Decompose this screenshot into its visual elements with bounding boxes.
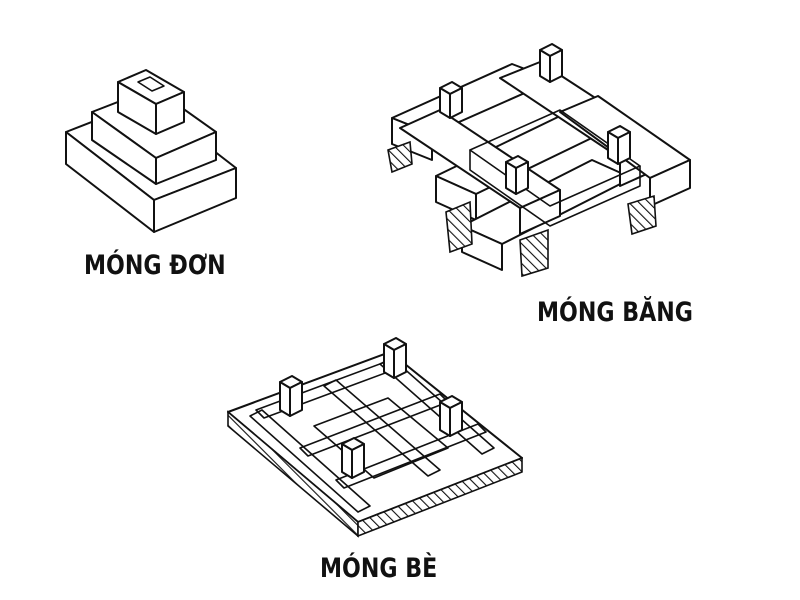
isolated-footing-drawing [65, 69, 237, 233]
caption-mong-bang: MÓNG BĂNG [537, 297, 693, 328]
raft-footing-drawing [227, 337, 523, 538]
strip-footing-drawing [387, 43, 691, 278]
caption-mong-be: MÓNG BÈ [320, 553, 438, 584]
caption-mong-don: MÓNG ĐƠN [84, 250, 226, 281]
